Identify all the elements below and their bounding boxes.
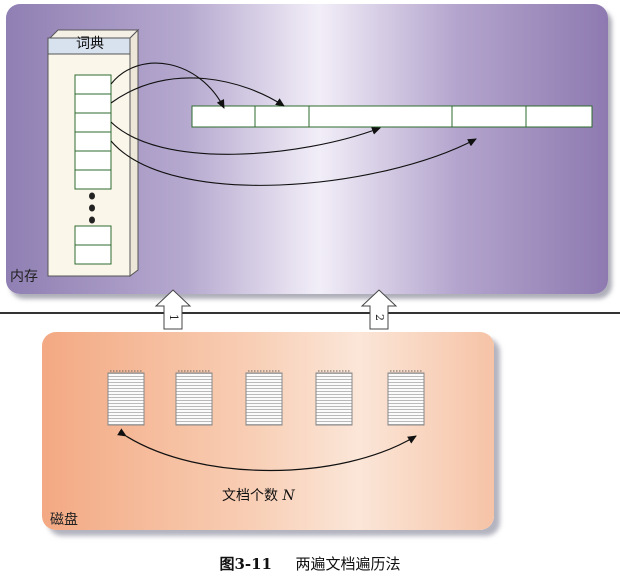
pointer-arrow-1: [110, 62, 225, 109]
dictionary-title: 词典: [76, 36, 104, 52]
pointer-arrow-3: [110, 121, 381, 155]
ellipsis-dot-1: [89, 192, 95, 200]
pointer-arrow-2: [110, 77, 285, 107]
doc-count-label: 文档个数 N: [222, 485, 295, 505]
dict-cell-8: [74, 244, 112, 265]
pass-number-1: 1: [167, 314, 180, 321]
pointer-arrow-4: [110, 138, 477, 186]
posting-buffer: [191, 105, 593, 128]
document-icon-2: [175, 370, 213, 426]
doc-count-variable: N: [282, 488, 295, 504]
doc-count-text: 文档个数: [222, 488, 278, 504]
dictionary-cells: [74, 74, 112, 265]
pass-arrow-1: [154, 289, 192, 330]
memory-label: 内存: [10, 269, 38, 285]
figure-caption: 图3-11 两遍文档遍历法: [0, 553, 620, 574]
dict-cell-5: [74, 150, 112, 171]
dict-cell-1: [74, 74, 112, 95]
dict-cell-3: [74, 112, 112, 133]
dict-cell-4: [74, 131, 112, 152]
caption-title: 两遍文档遍历法: [295, 555, 401, 573]
dict-cell-2: [74, 93, 112, 114]
memory-disk-divider: [0, 312, 620, 314]
document-icon-3: [245, 370, 283, 426]
pointer-arrows: [110, 62, 477, 186]
pass-number-2: 2: [373, 314, 386, 321]
document-icon-5: [387, 370, 425, 426]
pass-arrow-2: [360, 289, 398, 330]
ellipsis-dot-3: [89, 216, 95, 224]
dict-cell-6: [74, 169, 112, 190]
disk-documents: [107, 370, 425, 426]
doc-count-arrow: [117, 428, 417, 472]
ellipsis-dot-2: [89, 204, 95, 212]
disk-label: 磁盘: [50, 512, 78, 528]
dict-cell-7: [74, 225, 112, 246]
document-icon-4: [315, 370, 353, 426]
document-icon-1: [107, 370, 145, 426]
caption-figure-number: 图3-11: [219, 555, 272, 573]
